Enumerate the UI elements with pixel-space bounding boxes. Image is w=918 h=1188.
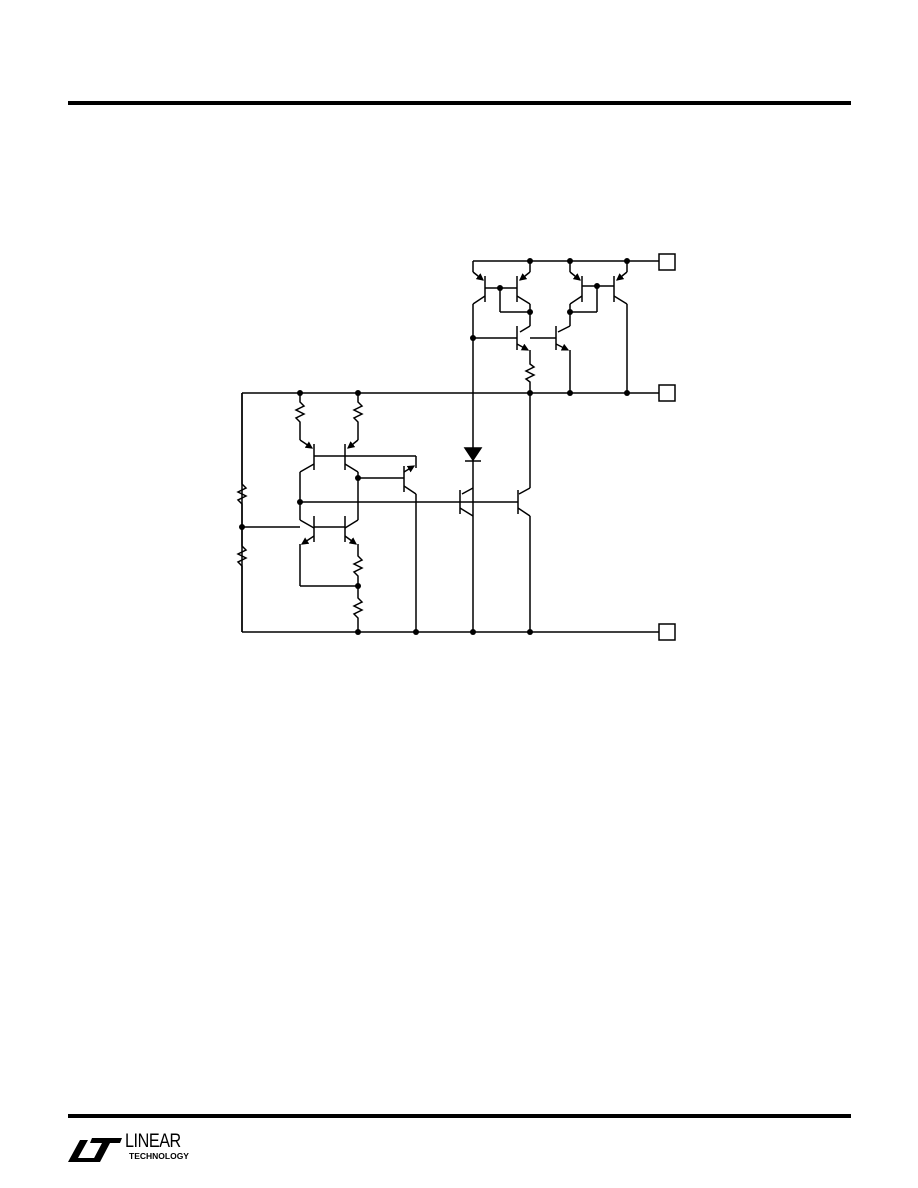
logo-line1: LINEAR (125, 1131, 181, 1152)
top-right-terminal (658, 253, 676, 271)
middle-right-terminal (658, 384, 676, 402)
left-bias-network (236, 393, 460, 632)
top-mirror-transistors (472, 261, 628, 632)
output-stage (459, 393, 531, 632)
junction-dots (239, 258, 630, 635)
linear-technology-logo-icon (68, 1138, 122, 1162)
logo-line2: TECHNOLOGY (129, 1151, 189, 1161)
logo-wordmark: LINEAR TECHNOLOGY (125, 1132, 191, 1161)
header-rule (68, 101, 851, 105)
bottom-right-terminal (658, 623, 676, 641)
footer-rule (68, 1114, 851, 1118)
